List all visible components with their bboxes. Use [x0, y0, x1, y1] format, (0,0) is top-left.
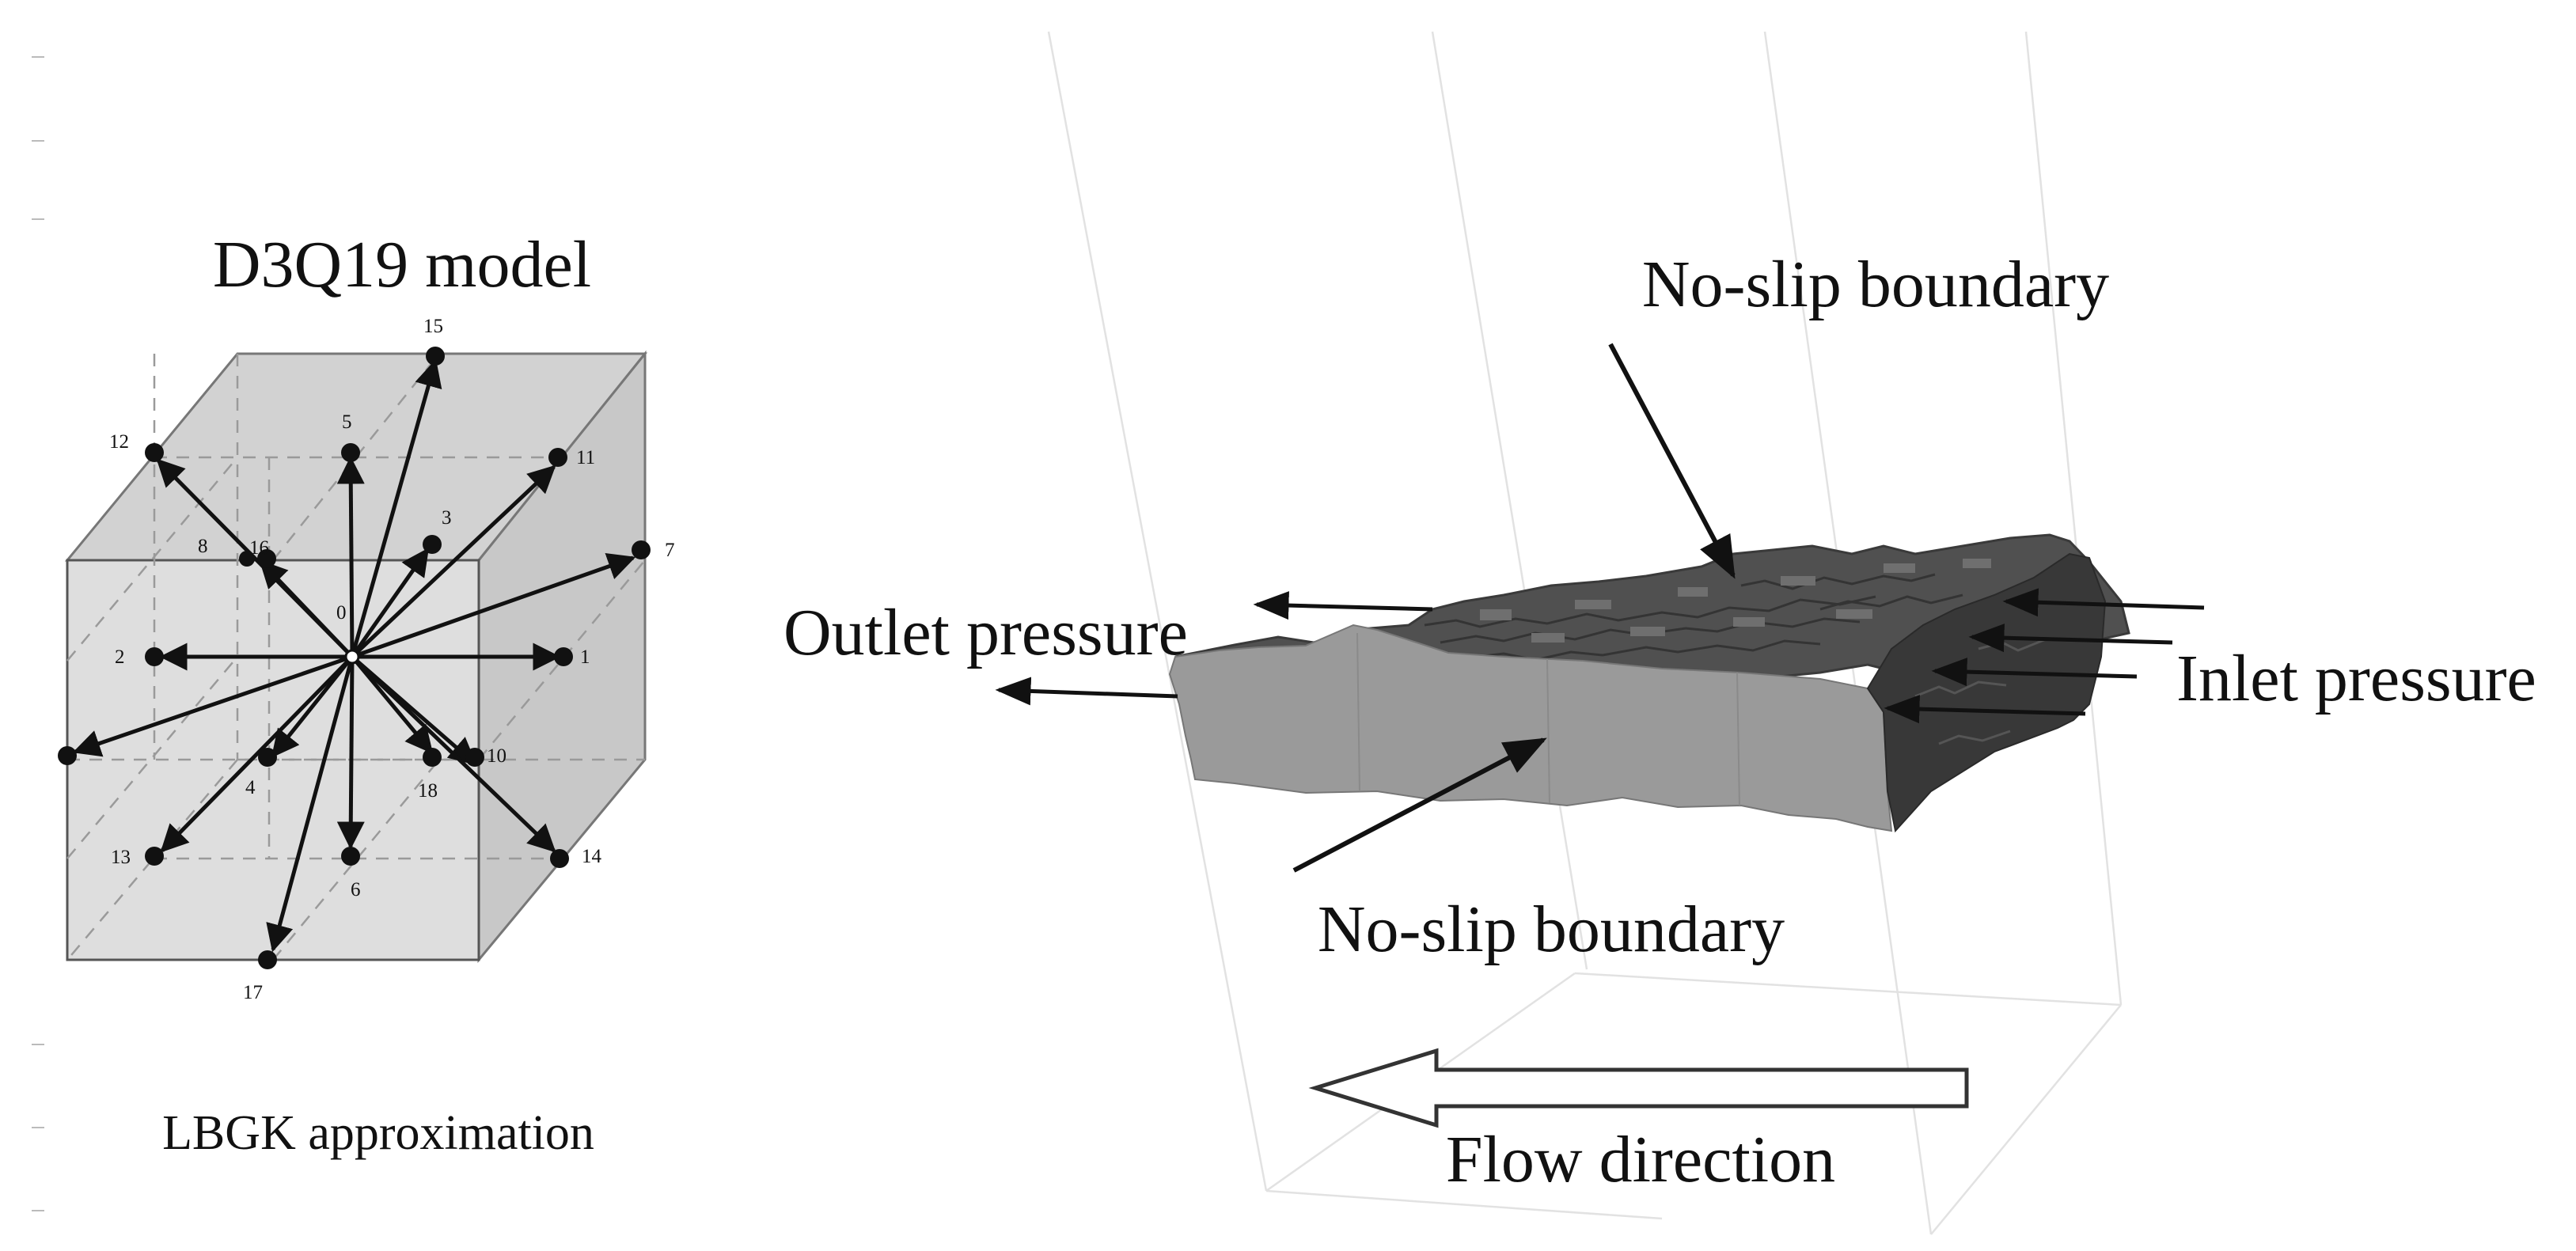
- label-18: 18: [418, 780, 438, 802]
- lattice-nodes: [58, 347, 651, 969]
- label-1: 1: [580, 646, 590, 668]
- node-6: [341, 847, 360, 866]
- domain-inlet-face: [1866, 552, 2107, 833]
- label-7: 7: [665, 540, 675, 561]
- node-2: [145, 647, 164, 666]
- inlet-arrow-3: [1931, 658, 2138, 687]
- boundary-pointers: [1292, 343, 1736, 873]
- vector-14: [351, 655, 556, 853]
- label-8: 8: [198, 536, 208, 557]
- node-14: [550, 849, 569, 868]
- inlet-arrow-4: [1884, 695, 2086, 724]
- vector-17: [266, 656, 355, 953]
- inlet-pressure-label: Inlet pressure: [2176, 642, 2536, 715]
- left-edge-ticks: [32, 56, 44, 1211]
- node-0: [344, 649, 360, 665]
- vector-13: [160, 655, 354, 853]
- vector-4: [271, 655, 354, 758]
- label-15: 15: [423, 316, 443, 337]
- flow-direction-arrow: [1308, 1048, 1969, 1128]
- outlet-pressure-label: Outlet pressure: [783, 596, 1188, 669]
- outlet-arrows: [995, 591, 1433, 706]
- label-17: 17: [243, 982, 263, 1003]
- vector-16: [259, 559, 354, 658]
- flow-direction-label: Flow direction: [1446, 1123, 1835, 1196]
- lbgk-caption: LBGK approximation: [162, 1106, 594, 1160]
- inlet-arrow-2: [1968, 624, 2173, 653]
- vector-11: [351, 464, 556, 658]
- node-13: [145, 847, 164, 866]
- vector-18: [351, 655, 434, 754]
- vector-5: [336, 456, 365, 658]
- top-boundary-label: No-slip boundary: [1642, 248, 2109, 321]
- d3q19-panel: D3Q19 model: [58, 228, 675, 1160]
- label-16: 16: [249, 537, 269, 559]
- porous-domain: [1168, 533, 2130, 833]
- node-12: [145, 443, 164, 462]
- node-8: [239, 551, 255, 567]
- vector-6: [336, 656, 365, 850]
- vector-3: [350, 548, 430, 658]
- node-15: [426, 347, 445, 366]
- node-labels: 0 1 2 3 4 5 6 7 8 10 11 12 13 14 15 16 1…: [109, 316, 675, 1003]
- label-5: 5: [342, 411, 352, 433]
- label-14: 14: [582, 846, 602, 867]
- label-2: 2: [115, 646, 125, 668]
- node-10: [465, 748, 484, 767]
- node-4: [258, 748, 277, 767]
- bottom-boundary-label: No-slip boundary: [1318, 893, 1785, 966]
- outlet-arrow-top: [1253, 591, 1433, 620]
- bounding-box-lines: [1047, 31, 2123, 1235]
- inlet-arrow-1: [2002, 588, 2205, 617]
- velocity-vectors: [72, 358, 636, 953]
- label-10: 10: [487, 745, 506, 767]
- label-12: 12: [109, 431, 129, 453]
- label-3: 3: [442, 507, 452, 529]
- label-0: 0: [336, 602, 347, 624]
- domain-panel: No-slip boundary No-slip boundary Outlet…: [783, 31, 2536, 1235]
- label-13: 13: [111, 847, 131, 868]
- node-17: [258, 950, 277, 969]
- vector-15: [350, 358, 442, 658]
- node-9: [58, 746, 77, 765]
- top-boundary-pointer: [1608, 343, 1736, 579]
- node-3: [423, 535, 442, 554]
- vector-7: [351, 552, 636, 659]
- label-11: 11: [576, 447, 595, 468]
- node-5: [341, 443, 360, 462]
- domain-front-face: [1168, 624, 1893, 832]
- bottom-boundary-pointer: [1292, 737, 1547, 873]
- label-6: 6: [351, 879, 361, 900]
- d3q19-title: D3Q19 model: [213, 228, 591, 301]
- node-16: [257, 549, 276, 568]
- inlet-arrows: [1884, 588, 2205, 724]
- node-11: [548, 448, 567, 467]
- vector-9: [72, 654, 353, 757]
- node-7: [632, 540, 651, 559]
- node-1: [554, 647, 573, 666]
- label-4: 4: [245, 777, 256, 798]
- outlet-arrow-bottom: [995, 677, 1178, 706]
- node-18: [423, 748, 442, 767]
